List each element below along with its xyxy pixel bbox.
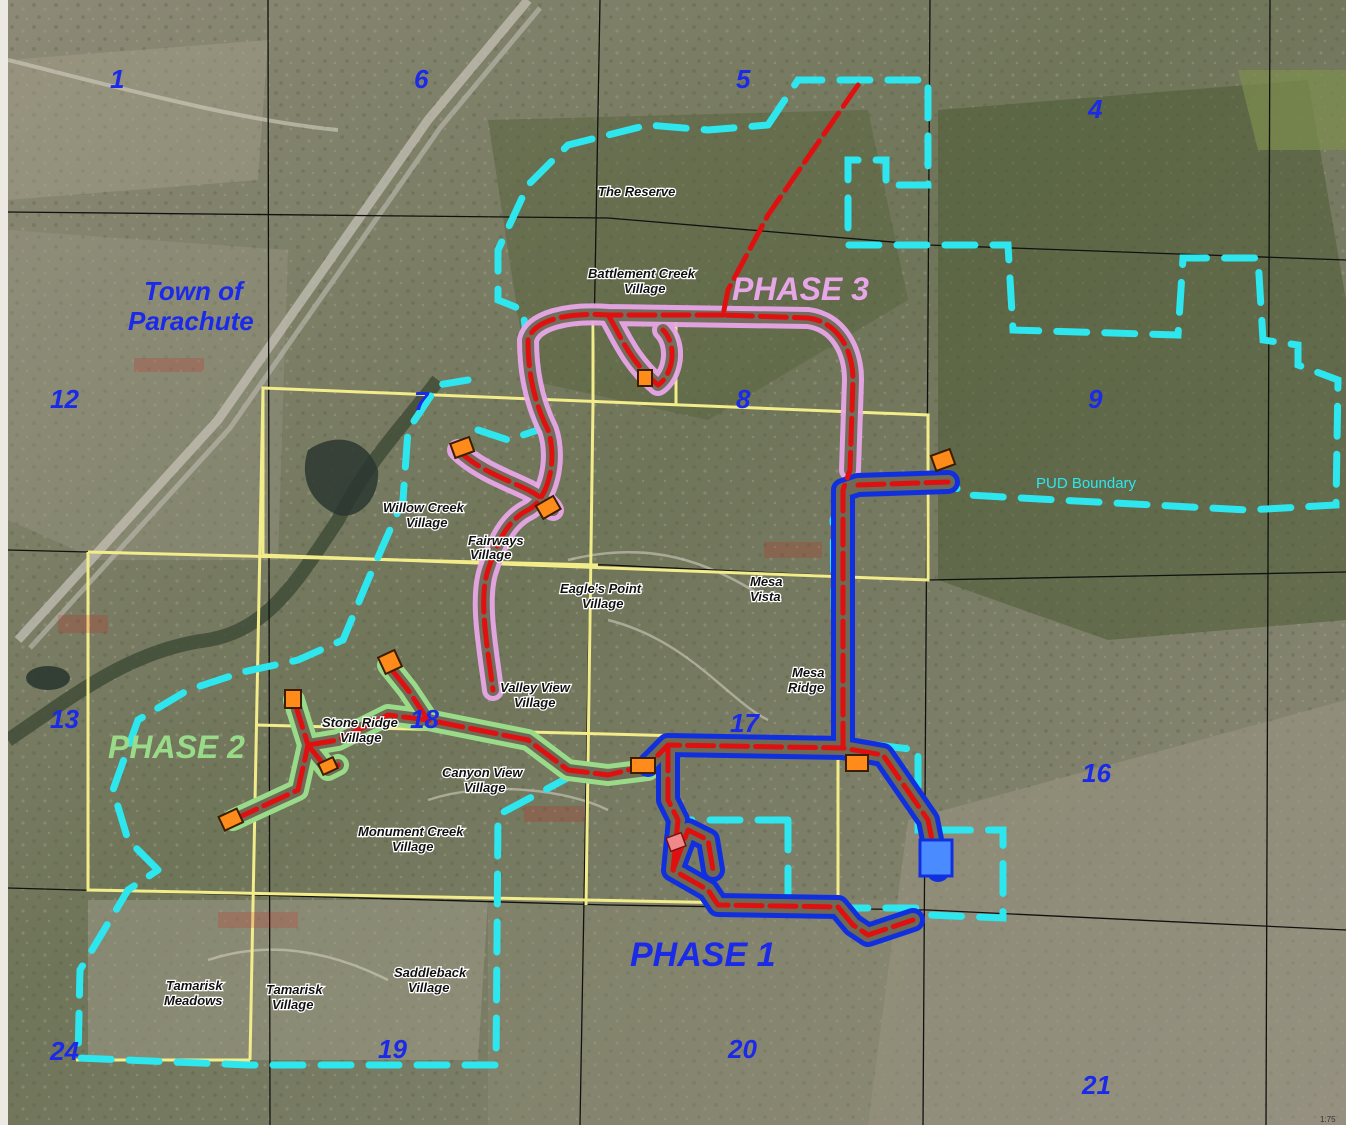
- section-number: 17: [730, 708, 760, 738]
- village-label: Battlement Creek: [588, 266, 696, 281]
- village-label: Mesa: [750, 574, 783, 589]
- reservoir-icon[interactable]: [918, 838, 954, 878]
- pud-boundary-label: PUD Boundary: [1036, 475, 1137, 492]
- interstate-70: [14, 0, 532, 644]
- tank-icon[interactable]: [534, 494, 563, 521]
- water-pipeline: [230, 82, 951, 938]
- village-label: Village: [582, 596, 623, 611]
- section-number: 1: [110, 64, 124, 94]
- village-label: Valley View: [500, 680, 571, 695]
- village-label: Village: [470, 547, 511, 562]
- village-label: Village: [624, 281, 665, 296]
- tank-icon[interactable]: [845, 754, 869, 772]
- tank-icon[interactable]: [929, 447, 957, 473]
- town-label: Town of: [144, 276, 245, 306]
- village-label: Saddleback: [394, 965, 467, 980]
- village-label: The Reserve: [598, 184, 675, 199]
- section-number: 12: [50, 384, 79, 414]
- tank-icon[interactable]: [448, 435, 476, 460]
- village-label: Village: [392, 839, 433, 854]
- phase2-label: PHASE 2: [108, 729, 245, 765]
- forest-east: [938, 80, 1346, 640]
- section-number: 24: [49, 1036, 79, 1066]
- water-tanks: [217, 369, 957, 853]
- section-number: 9: [1088, 384, 1103, 414]
- section-number: 13: [50, 704, 79, 734]
- highway-west: [8, 58, 339, 132]
- village-label: Canyon View: [442, 765, 523, 780]
- tank-icon[interactable]: [665, 831, 687, 853]
- section-number: 7: [414, 386, 430, 416]
- village-label: Tamarisk: [266, 982, 323, 997]
- village-label: Village: [272, 997, 313, 1012]
- tank-icon[interactable]: [217, 807, 245, 832]
- village-label: Village: [408, 980, 449, 995]
- tank-icon[interactable]: [316, 755, 340, 777]
- aerial-map[interactable]: 1 6 5 4 12 7 8 9 13 18 17 16 24 19 20 21…: [8, 0, 1346, 1125]
- village-label: Willow Creek: [383, 500, 465, 515]
- village-labels: The Reserve Battlement Creek Village Wil…: [163, 183, 826, 1014]
- village-label: Ridge: [788, 680, 824, 695]
- village-label: Stone Ridge: [322, 715, 398, 730]
- section-number: 5: [736, 64, 751, 94]
- section-number: 8: [736, 384, 751, 414]
- section-number: 16: [1082, 758, 1111, 788]
- local-roads: [207, 550, 769, 982]
- section-number: 4: [1087, 94, 1103, 124]
- village-label: Village: [514, 695, 555, 710]
- tank-icon[interactable]: [284, 689, 302, 709]
- village-label: Village: [340, 730, 381, 745]
- section-number: 6: [414, 64, 429, 94]
- pud-boundary: [74, 76, 1342, 1069]
- badlands-southeast: [868, 700, 1346, 1125]
- village-label: Vista: [750, 589, 781, 604]
- village-label: Mesa: [792, 665, 825, 680]
- phase1-label: PHASE 1: [630, 936, 776, 974]
- tank-icon[interactable]: [630, 757, 656, 774]
- village-label: Fairways: [468, 533, 524, 548]
- mesa-northwest: [8, 40, 268, 200]
- village-label: Eagle's Point: [560, 581, 642, 596]
- town-label: Parachute: [128, 306, 254, 336]
- section-numbers: 1 6 5 4 12 7 8 9 13 18 17 16 24 19 20 21: [49, 64, 1111, 1100]
- scale-text: 1:75: [1320, 1115, 1336, 1124]
- village-label: Monument Creek: [358, 824, 464, 839]
- colorado-river: [8, 375, 444, 746]
- tank-icon[interactable]: [376, 648, 404, 676]
- town-area: [8, 230, 288, 560]
- section-number: 19: [378, 1034, 407, 1064]
- facility-markers: [58, 358, 822, 928]
- village-label: Tamarisk: [166, 978, 223, 993]
- section-number: 18: [410, 704, 439, 734]
- phase3-label: PHASE 3: [732, 271, 869, 307]
- willow-pond: [304, 439, 379, 516]
- tamarisk-area: [88, 900, 488, 1060]
- section-number: 20: [727, 1034, 757, 1064]
- west-pond: [26, 666, 70, 690]
- village-label: Village: [406, 515, 447, 530]
- village-label: Meadows: [164, 993, 223, 1008]
- mesa-south: [488, 900, 908, 1125]
- farmland-east: [1238, 70, 1346, 150]
- village-label: Village: [464, 780, 505, 795]
- interstate-70-lane: [28, 6, 542, 650]
- tank-icon[interactable]: [637, 369, 653, 387]
- section-number: 21: [1081, 1070, 1111, 1100]
